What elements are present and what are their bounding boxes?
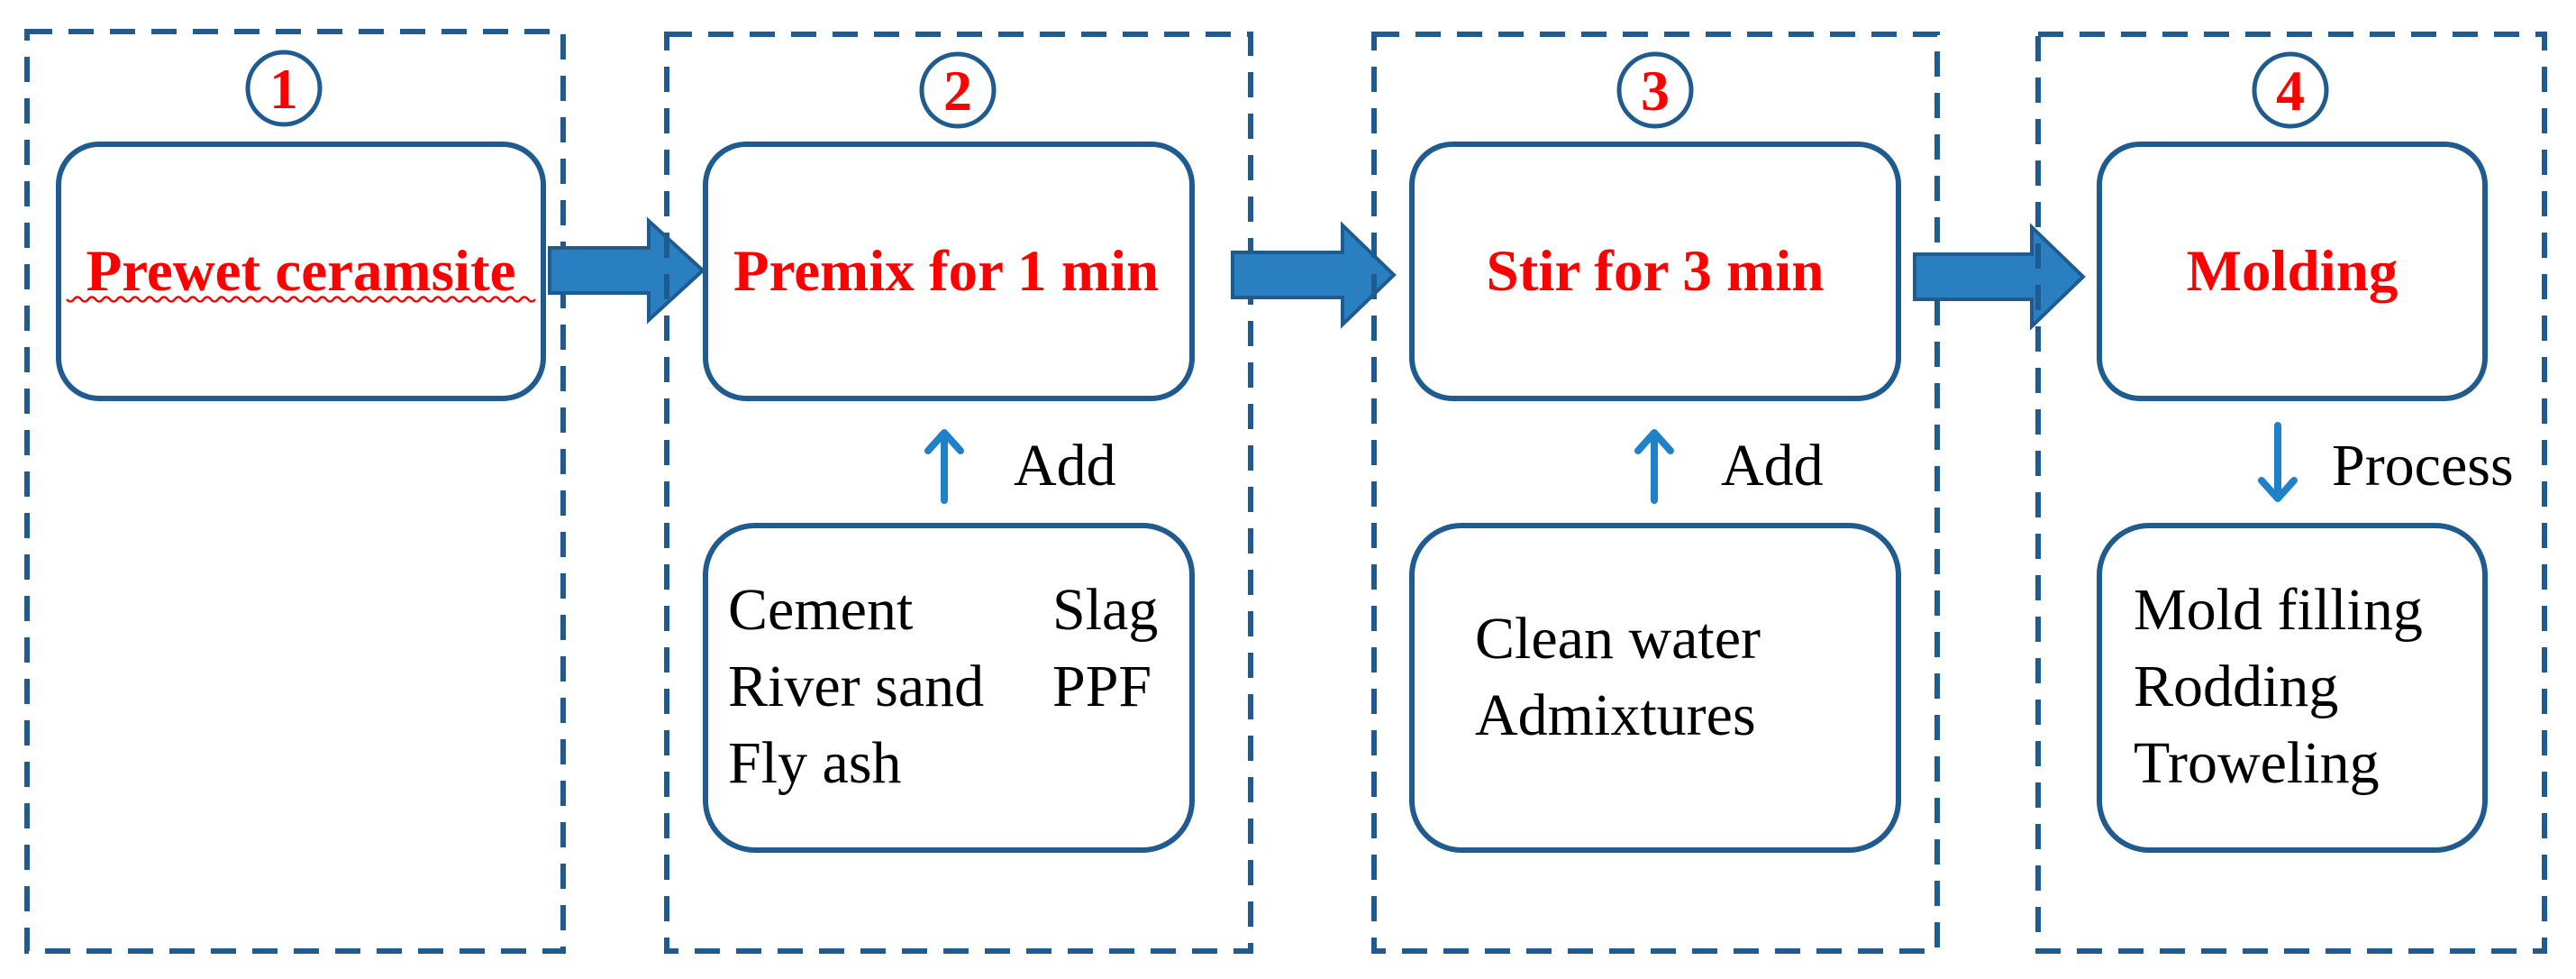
process-arrow-step-4-head [2258, 477, 2298, 502]
step-1-badge [245, 50, 323, 127]
input-cement: Cement [728, 577, 913, 643]
connector-label-step-3: Add [1721, 433, 1824, 499]
stage-4-frame [2035, 32, 2547, 954]
step-4-badge [2252, 51, 2329, 129]
stage-1-frame [24, 29, 566, 954]
step-3-badge [1616, 51, 1694, 129]
step-1-number: 1 [269, 57, 298, 121]
step-3-inputs-box [1409, 523, 1901, 853]
step-4-title: Molding [2187, 239, 2399, 304]
add-arrow-step-2-head [924, 429, 964, 454]
step-1-box [56, 142, 546, 401]
step-3-number: 3 [1641, 59, 1670, 123]
stage-3-frame [1371, 32, 1940, 954]
step-3-box [1409, 142, 1901, 401]
step-2-title: Premix for 1 min [733, 239, 1159, 304]
process-mold-filling: Mold filling [2134, 577, 2423, 643]
step-1-title: Prewet ceramsite [86, 239, 516, 304]
input-fly-ash: Fly ash [728, 730, 902, 796]
process-troweling: Troweling [2134, 730, 2380, 796]
input-river-sand: River sand [728, 654, 984, 719]
stage-1: 1 Prewet ceramsite [24, 29, 566, 954]
step-3-title: Stir for 3 min [1487, 239, 1825, 304]
connector-label-step-4: Process [2332, 433, 2514, 499]
flow-arrow-3 [1913, 223, 2086, 331]
step-2-number: 2 [943, 59, 972, 123]
input-clean-water: Clean water [1475, 606, 1761, 672]
step-2-inputs-box [703, 523, 1195, 853]
flow-arrow-1 [548, 216, 705, 325]
stage-3: 3 Stir for 3 min Add Clean water Admixtu… [1371, 32, 1940, 954]
stage-2: 2 Premix for 1 min Add Cement River sand… [664, 32, 1253, 954]
step-4-number: 4 [2276, 59, 2305, 123]
spellcheck-underline [66, 296, 536, 303]
process-rodding: Rodding [2134, 654, 2338, 719]
step-2-badge [919, 51, 997, 129]
step-4-box [2097, 142, 2488, 401]
stage-4: 4 Molding Process Mold filling Rodding T… [2035, 32, 2547, 954]
step-4-process-box [2097, 523, 2488, 853]
connector-label-step-2: Add [1014, 433, 1116, 499]
input-admixtures: Admixtures [1475, 682, 1756, 748]
stage-2-frame [664, 32, 1253, 954]
flow-arrow-2 [1231, 221, 1397, 329]
input-slag: Slag [1052, 577, 1158, 643]
input-ppf: PPF [1052, 654, 1151, 719]
step-2-box [703, 142, 1195, 401]
add-arrow-step-3-head [1634, 429, 1674, 454]
